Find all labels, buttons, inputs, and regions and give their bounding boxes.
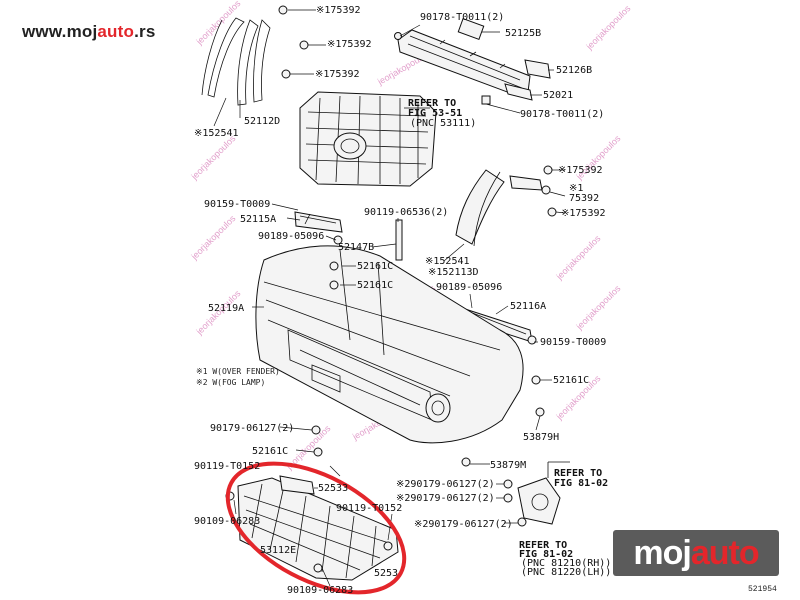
refer-grille-line1: REFER TO <box>408 98 456 109</box>
refer-bottom-line1: REFER TO <box>519 540 567 551</box>
diagram-ref-number: 521954 <box>748 585 777 594</box>
over-fender-moldings-right <box>455 169 543 247</box>
label-75392: ※175392 <box>558 165 603 176</box>
label-5253: 5253 <box>374 568 398 579</box>
label-52115A: 52115A <box>240 214 276 225</box>
label-90159: 90159-T0009 <box>540 337 606 348</box>
label-52112D: 52112D <box>244 116 280 127</box>
watermark: jeorjakopoulos <box>194 0 243 47</box>
watermark: jeorjakopoulos <box>574 283 623 332</box>
label-52161C: 52161C <box>252 446 288 457</box>
label-52161C: 52161C <box>357 280 393 291</box>
label-90119: 90119-T0152 <box>336 503 402 514</box>
note-fog-lamp: ※2 W(FOG LAMP) <box>196 378 265 387</box>
label-52116A: 52116A <box>510 301 546 312</box>
refer-bottom-line2: FIG 81-02 <box>519 549 573 560</box>
label-75392: ※175392 <box>315 69 360 80</box>
leader-lines <box>213 9 566 587</box>
label-53879M: 53879M <box>490 460 526 471</box>
bumper-bracket-left <box>294 211 343 233</box>
lower-grille <box>237 475 399 581</box>
highlight-ring <box>225 461 407 595</box>
refer-grille-line2: FIG 53-51 <box>408 108 462 119</box>
label-52113D: ※152113D <box>428 267 479 278</box>
label-52161C: 52161C <box>553 375 589 386</box>
label-90109: 90109-06283 <box>287 585 353 596</box>
label-90179: 90179-06127(2) <box>210 423 294 434</box>
label-90189: 90189-05096 <box>436 282 502 293</box>
watermark: jeorjakopoulos <box>189 133 238 182</box>
label-75392: 75392 <box>569 193 599 204</box>
bumper-reinforcement <box>397 18 551 105</box>
refer-grille-line3: (PNC 53111) <box>410 118 476 129</box>
label-90179: ※290179-06127(2) <box>396 479 495 490</box>
label-52147B: 52147B <box>338 242 374 253</box>
label-90178: 90178-T0011(2) <box>520 109 604 120</box>
label-53112E: 53112E <box>260 545 296 556</box>
site-url: www.mojauto.rs <box>22 22 156 41</box>
label-90179: ※290179-06127(2) <box>414 519 513 530</box>
label-52541: ※152541 <box>425 256 470 267</box>
label-75392: ※175392 <box>561 208 606 219</box>
watermark: jeorjakopoulos <box>554 233 603 282</box>
label-90159: 90159-T0009 <box>204 199 270 210</box>
label-90109: 90109-06283 <box>194 516 260 527</box>
label-90179: ※290179-06127(2) <box>396 493 495 504</box>
bumper-cover <box>255 245 524 444</box>
label-90119: 90119-T0152 <box>194 461 260 472</box>
label-53879H: 53879H <box>523 432 559 443</box>
refer-bottom-line4: (PNC 81220(LH)) <box>521 567 611 578</box>
label-75392: ※175392 <box>316 5 361 16</box>
label-90189: 90189-05096 <box>258 231 324 242</box>
label-52541: ※152541 <box>194 128 239 139</box>
note-over-fender: ※1 W(OVER FENDER) <box>196 367 280 376</box>
label-90119: 90119-06536(2) <box>364 207 448 218</box>
refer-top-right-line1: REFER TO <box>554 468 602 479</box>
label-52021: 52021 <box>543 90 573 101</box>
radiator-grille <box>299 91 437 187</box>
label-75392: ※175392 <box>327 39 372 50</box>
refer-bottom-line3: (PNC 81210(RH)) <box>521 558 611 569</box>
label-90178: 90178-T0011(2) <box>420 12 504 23</box>
label-52126B: 52126B <box>556 65 592 76</box>
watermark: jeorjakopoulos <box>584 3 633 52</box>
label-52161C: 52161C <box>357 261 393 272</box>
fasteners <box>225 5 557 573</box>
over-fender-moldings-left <box>201 17 271 106</box>
fog-lamp-bracket <box>517 461 570 525</box>
watermark: jeorjakopoulos <box>189 213 238 262</box>
part-labels: ※175392 ※175392 ※175392 ※152541 52112D 9… <box>194 5 611 596</box>
label-52125B: 52125B <box>505 28 541 39</box>
label-52119A: 52119A <box>208 303 244 314</box>
label-52533: 52533 <box>318 483 348 494</box>
label-note1-mark: ※1 <box>569 183 583 194</box>
refer-top-right-line2: FIG 81-02 <box>554 478 608 489</box>
